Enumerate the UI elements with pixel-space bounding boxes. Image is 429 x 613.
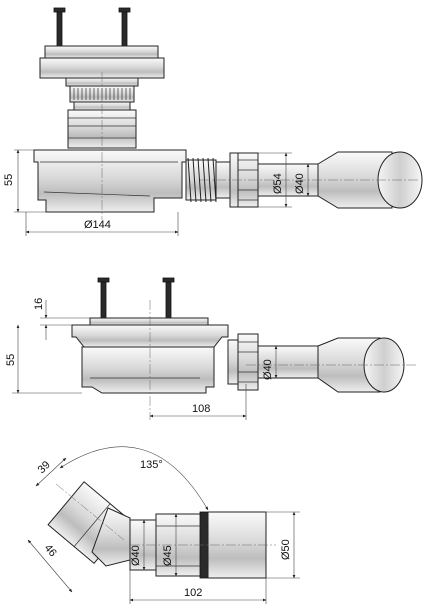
top-height-label: 55 bbox=[3, 174, 15, 186]
length-label: 102 bbox=[184, 587, 202, 599]
trap-body bbox=[33, 149, 187, 213]
cover-plate bbox=[44, 45, 159, 59]
mid-diameter-label: Ø45 bbox=[162, 545, 174, 566]
top-pipe-diameter-label: Ø40 bbox=[294, 173, 306, 194]
trap-body-mid bbox=[81, 346, 215, 394]
coupling-nut-mid bbox=[227, 339, 239, 385]
length-a-label: 39 bbox=[36, 459, 53, 476]
top-view: 55 Ø144 Ø54 Ø40 bbox=[3, 7, 423, 236]
top-nut-diameter-label: Ø54 bbox=[272, 173, 284, 194]
reducer-top bbox=[317, 151, 393, 209]
angle-label: 135° bbox=[140, 459, 163, 471]
bolt-right bbox=[118, 7, 131, 49]
outlet-pipe-mid bbox=[257, 345, 319, 379]
bolt-right-mid bbox=[162, 277, 175, 319]
top-body-diameter-label: Ø144 bbox=[84, 219, 111, 231]
elbow-joint bbox=[91, 507, 131, 567]
middle-view: 16 55 108 Ø40 bbox=[5, 277, 418, 420]
bottom-view: 135° 39 46 Ø40 Ø45 Ø50 102 bbox=[27, 446, 300, 604]
bolt-left bbox=[53, 7, 66, 49]
middle-offset-label: 108 bbox=[192, 403, 210, 415]
cover-plate-mid bbox=[89, 317, 209, 326]
length-b-label: 46 bbox=[42, 542, 59, 559]
outer-diameter-label: Ø50 bbox=[280, 539, 292, 560]
middle-flange-label: 16 bbox=[33, 298, 45, 310]
middle-height-label: 55 bbox=[5, 354, 17, 366]
bolt-left-mid bbox=[97, 277, 110, 319]
middle-pipe-diameter-label: Ø40 bbox=[262, 359, 274, 380]
inner-diameter-label: Ø40 bbox=[130, 545, 142, 566]
angle-arc bbox=[59, 446, 209, 511]
